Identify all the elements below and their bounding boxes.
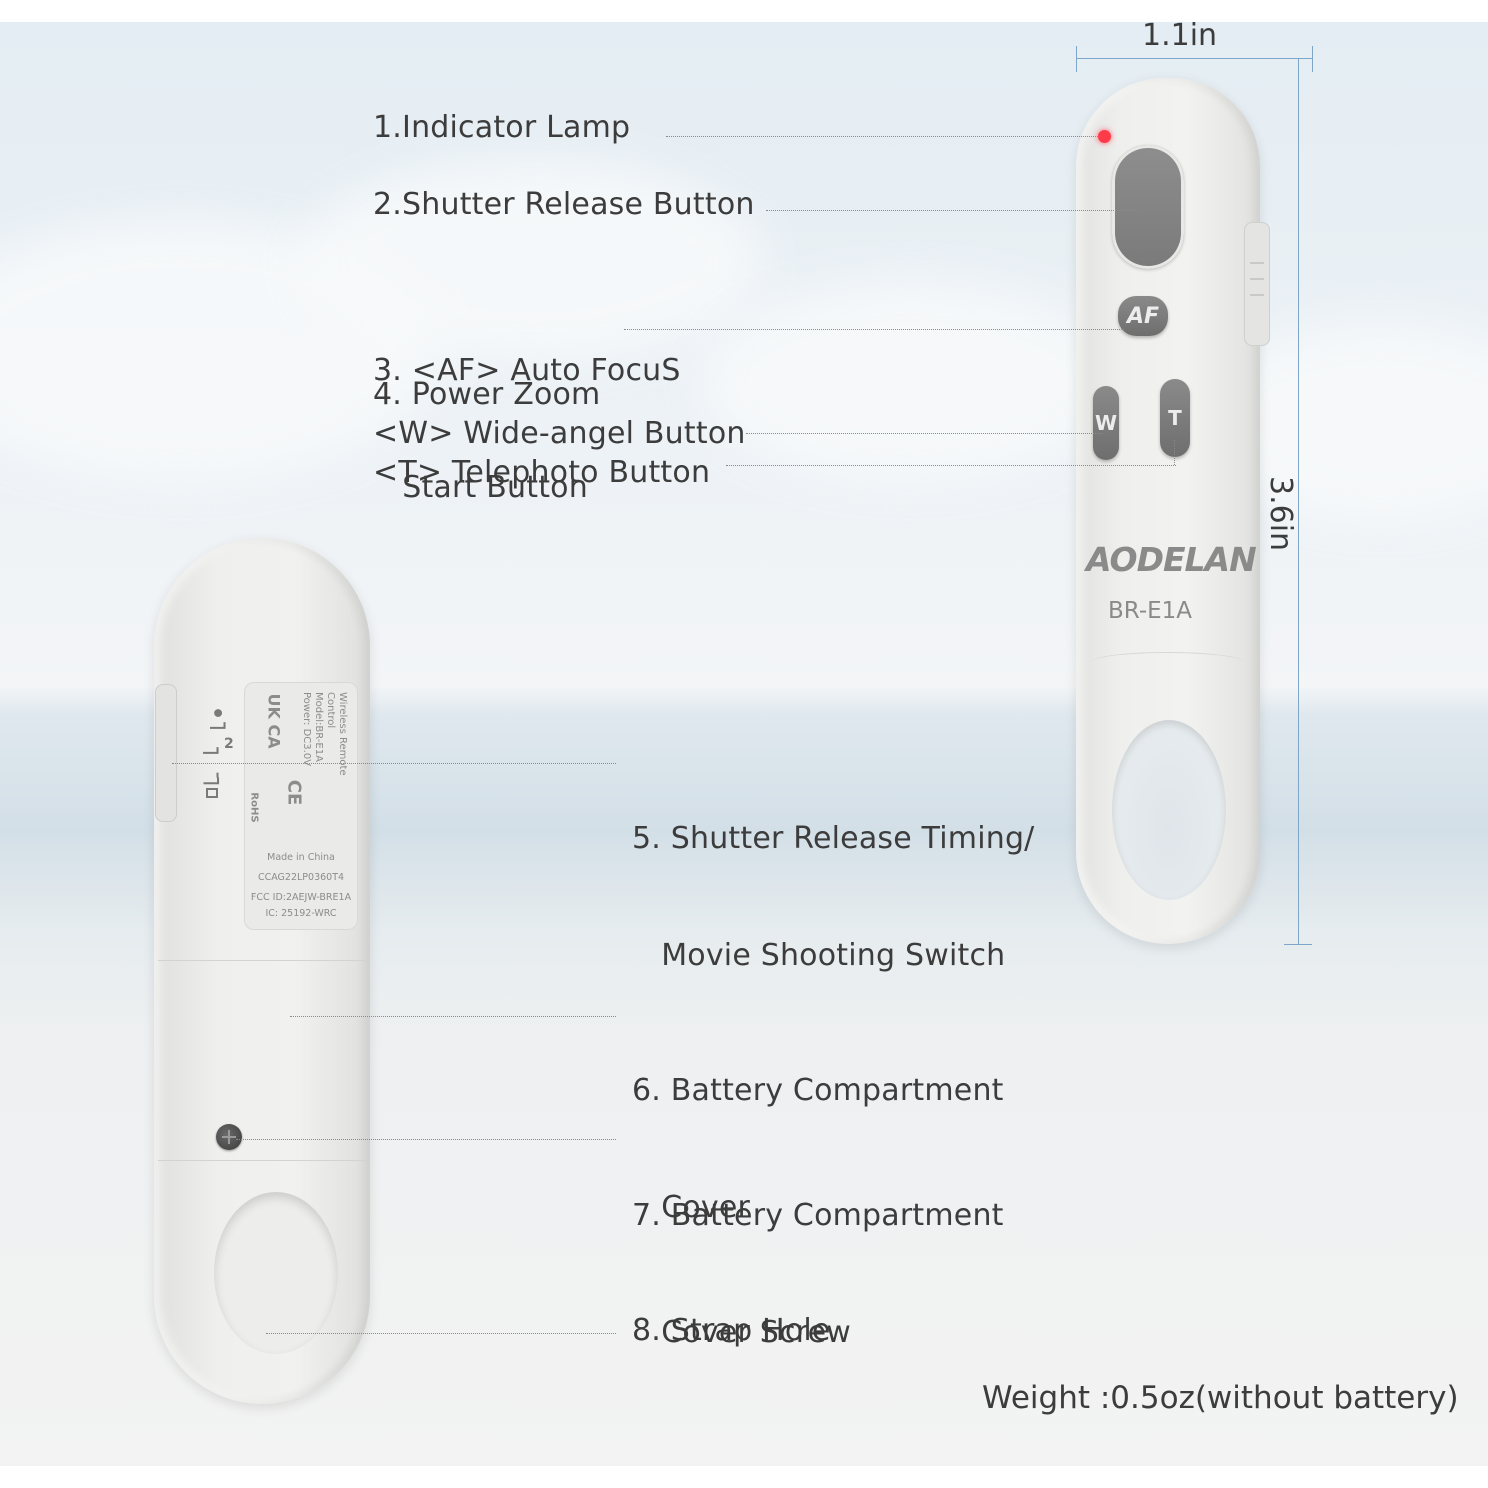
height-dimension-tick-bottom (1284, 944, 1312, 945)
w-button: W (1093, 386, 1119, 460)
leader-8 (266, 1333, 616, 1334)
callout-1: 1.Indicator Lamp (373, 110, 631, 145)
made-in-text: Made in China (267, 852, 335, 863)
leader-5 (172, 763, 616, 764)
leader-6 (290, 1016, 616, 1017)
leader-3 (624, 329, 1124, 330)
front-strap-hole (1112, 720, 1226, 900)
leader-4t-vertical (1174, 440, 1175, 465)
af-button: AF (1118, 296, 1168, 336)
ic-number: IC: 25192-WRC (265, 908, 337, 919)
fcc-id: FCC ID:2AEJW-BRE1A (250, 892, 352, 903)
front-side-switch (1244, 222, 1270, 346)
ce-mark: CE (283, 779, 305, 806)
ukca-mark: UK CA (264, 693, 284, 749)
leader-2 (766, 210, 1140, 211)
callout-5: 5. Shutter Release Timing/ Movie Shootin… (632, 821, 1035, 973)
weight-note: Weight :0.5oz(without battery) (982, 1380, 1459, 1416)
regulatory-label: Wireless Remote Control Model:BR-E1A Pow… (244, 682, 358, 930)
cover-screw (216, 1124, 242, 1150)
label-rotated-text: Wireless Remote Control Model:BR-E1A Pow… (301, 692, 348, 776)
width-dimension-label: 1.1in (1142, 18, 1218, 53)
callout-6: 6. Battery Compartment Cover (632, 1073, 1004, 1225)
callout-7: 7. Battery Compartment Cover Screw (632, 1198, 1004, 1350)
cert-number: CCAG22LP0360T4 (257, 872, 345, 883)
callout-2: 2.Shutter Release Button (373, 187, 755, 222)
front-body-seam (1090, 652, 1245, 673)
leader-7 (236, 1139, 616, 1140)
back-strap-hole (214, 1192, 338, 1354)
cloud (300, 162, 760, 362)
leader-4t (726, 465, 1176, 466)
width-dimension-tick-right (1312, 46, 1313, 72)
indicator-lamp (1098, 130, 1111, 143)
width-dimension-line (1076, 58, 1312, 59)
battery-cover-seam-top (158, 960, 366, 961)
switch-marks: •˥ ˥ 2 ˥˥ (196, 706, 240, 806)
width-dimension-tick-left (1076, 46, 1077, 72)
timing-switch (155, 684, 177, 822)
movie-icon (206, 788, 218, 798)
height-dimension-label: 3.6in (1263, 476, 1298, 552)
leader-4w (746, 433, 1102, 434)
shutter-release-button (1112, 145, 1184, 269)
t-button: T (1160, 379, 1190, 457)
height-dimension-line (1298, 58, 1299, 944)
cloud (700, 282, 1120, 482)
callout-8: 8. Strap Hole (632, 1313, 831, 1348)
leader-1 (666, 136, 1100, 137)
model-number: BR-E1A (1108, 598, 1193, 624)
callout-3: 3. <AF> Auto FocuS Start Button (373, 353, 681, 505)
rohs-mark: RoHS (248, 792, 260, 823)
battery-cover-seam-bottom (158, 1160, 366, 1161)
brand-logo: AODELAN (1086, 540, 1257, 579)
callout-4: 4. Power Zoom <W> Wide-angel Button <T> … (373, 377, 746, 490)
